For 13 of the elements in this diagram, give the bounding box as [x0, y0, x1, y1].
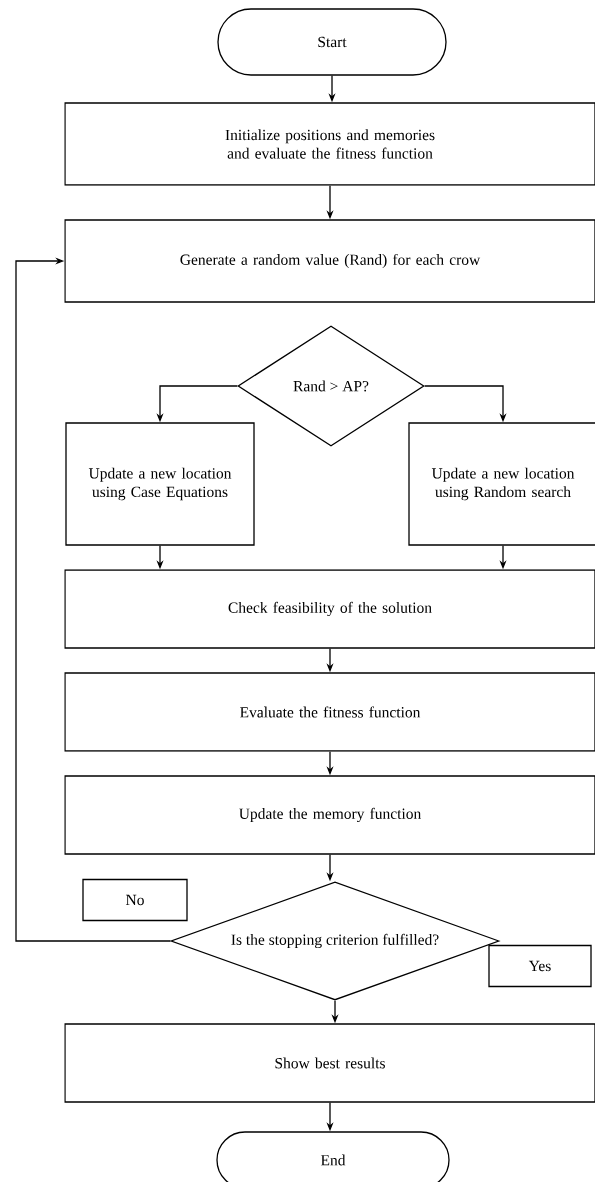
arrow	[15, 257, 171, 942]
process-box: Check feasibility of the solution	[64, 569, 595, 649]
process-box: Generate a random value (Rand) for each crow	[64, 219, 595, 303]
process-box: Update a new location using Case Equations	[65, 422, 255, 546]
process-box: Evaluate the fitness function	[64, 672, 595, 752]
process-box: Show best results	[64, 1023, 595, 1103]
process-box: Initialize positions and memories and evaluate the fitness function	[64, 102, 595, 186]
process-box: No	[82, 878, 188, 922]
terminal-box: End	[216, 1131, 450, 1182]
terminal-box: Start	[217, 8, 447, 76]
process-box: Update a new location using Random search	[408, 422, 595, 546]
process-box: Yes	[488, 944, 592, 988]
process-box: Update the memory function	[64, 775, 595, 855]
